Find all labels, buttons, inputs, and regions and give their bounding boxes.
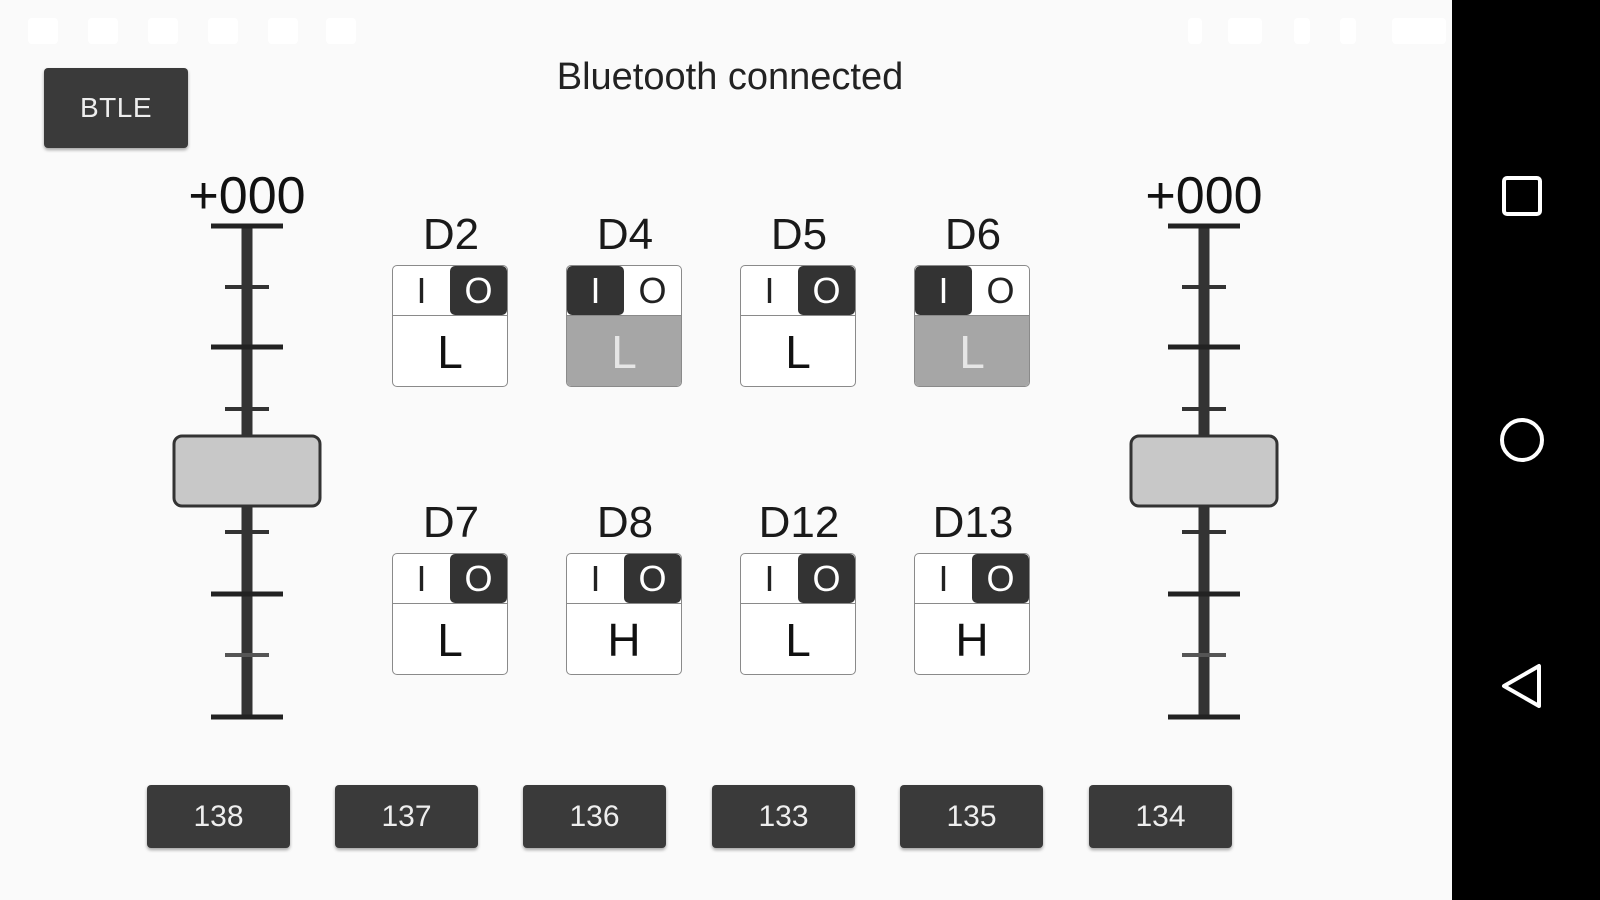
left-slider-readout: +000 xyxy=(188,167,306,225)
right-slider-track[interactable] xyxy=(1124,165,1284,735)
recents-button[interactable] xyxy=(1492,166,1552,226)
right-slider-thumb[interactable] xyxy=(1129,434,1279,508)
pin-mode-input[interactable]: I xyxy=(416,269,427,311)
pin-label: D5 xyxy=(770,210,828,259)
value-button[interactable]: 137 xyxy=(335,785,478,848)
value-button[interactable]: 138 xyxy=(147,785,290,848)
pin-mode-output[interactable]: O xyxy=(638,269,667,311)
pin-label: D2 xyxy=(422,210,480,259)
bluetooth-icon xyxy=(1188,18,1202,44)
signal-icon xyxy=(1294,18,1310,44)
left-slider[interactable]: +000 xyxy=(167,165,327,735)
notification-icon xyxy=(208,18,238,44)
value-button[interactable]: 134 xyxy=(1089,785,1232,848)
pin-mode-input[interactable]: I xyxy=(416,557,427,599)
clock-icon xyxy=(1392,18,1446,44)
pin-mode-input[interactable]: I xyxy=(567,266,624,315)
connection-status: Bluetooth connected xyxy=(556,56,904,98)
home-button[interactable] xyxy=(1492,410,1552,470)
pin-level-toggle[interactable]: H xyxy=(607,614,641,666)
navigation-bar xyxy=(1452,0,1600,900)
home-circle-icon xyxy=(1500,418,1544,462)
pin-mode-output[interactable]: O xyxy=(450,554,507,603)
value-button[interactable]: 136 xyxy=(523,785,666,848)
pin-mode-output[interactable]: O xyxy=(986,269,1015,311)
pin-mode-output[interactable]: O xyxy=(624,554,681,603)
wifi-icon xyxy=(1228,18,1262,44)
recents-square-icon xyxy=(1502,176,1542,216)
pin-level-toggle[interactable]: L xyxy=(437,326,463,378)
value-button[interactable]: 135 xyxy=(900,785,1043,848)
pin-level-toggle[interactable]: L xyxy=(437,614,463,666)
notification-icon xyxy=(148,18,178,44)
pin-level-toggle[interactable]: L xyxy=(567,316,681,386)
pin-level-toggle[interactable]: L xyxy=(785,326,811,378)
left-slider-thumb[interactable] xyxy=(172,434,322,508)
notification-icon xyxy=(28,18,58,44)
pin-mode-input[interactable]: I xyxy=(590,557,601,599)
pin-label: D7 xyxy=(422,498,480,547)
pin-level-toggle[interactable]: L xyxy=(915,316,1029,386)
notification-icon xyxy=(268,18,298,44)
left-slider-track[interactable] xyxy=(167,165,327,735)
value-button[interactable]: 133 xyxy=(712,785,855,848)
pin-mode-output[interactable]: O xyxy=(972,554,1029,603)
notification-icon xyxy=(88,18,118,44)
pin-mode-output[interactable]: O xyxy=(450,266,507,315)
pin-level-toggle[interactable]: H xyxy=(955,614,989,666)
pin-label: D4 xyxy=(596,210,654,259)
pin-mode-input[interactable]: I xyxy=(915,266,972,315)
pin-level-toggle[interactable]: L xyxy=(785,614,811,666)
btle-button[interactable]: BTLE xyxy=(44,68,188,148)
pin-label: D12 xyxy=(758,498,840,547)
pin-mode-output[interactable]: O xyxy=(798,266,855,315)
pin-label: D6 xyxy=(944,210,1002,259)
right-slider-readout: +000 xyxy=(1145,167,1263,225)
status-bar xyxy=(0,0,1452,60)
battery-icon xyxy=(1340,18,1356,44)
pin-mode-input[interactable]: I xyxy=(764,269,775,311)
right-slider[interactable]: +000 xyxy=(1124,165,1284,735)
back-button[interactable] xyxy=(1492,656,1552,716)
pin-mode-input[interactable]: I xyxy=(938,557,949,599)
pin-mode-output[interactable]: O xyxy=(798,554,855,603)
pin-label: D8 xyxy=(596,498,654,547)
notification-icon xyxy=(326,18,356,44)
app-screen: BTLE Bluetooth connected +000 +000 xyxy=(0,0,1452,848)
back-triangle-icon xyxy=(1502,664,1541,708)
pin-label: D13 xyxy=(932,498,1014,547)
pin-mode-input[interactable]: I xyxy=(764,557,775,599)
